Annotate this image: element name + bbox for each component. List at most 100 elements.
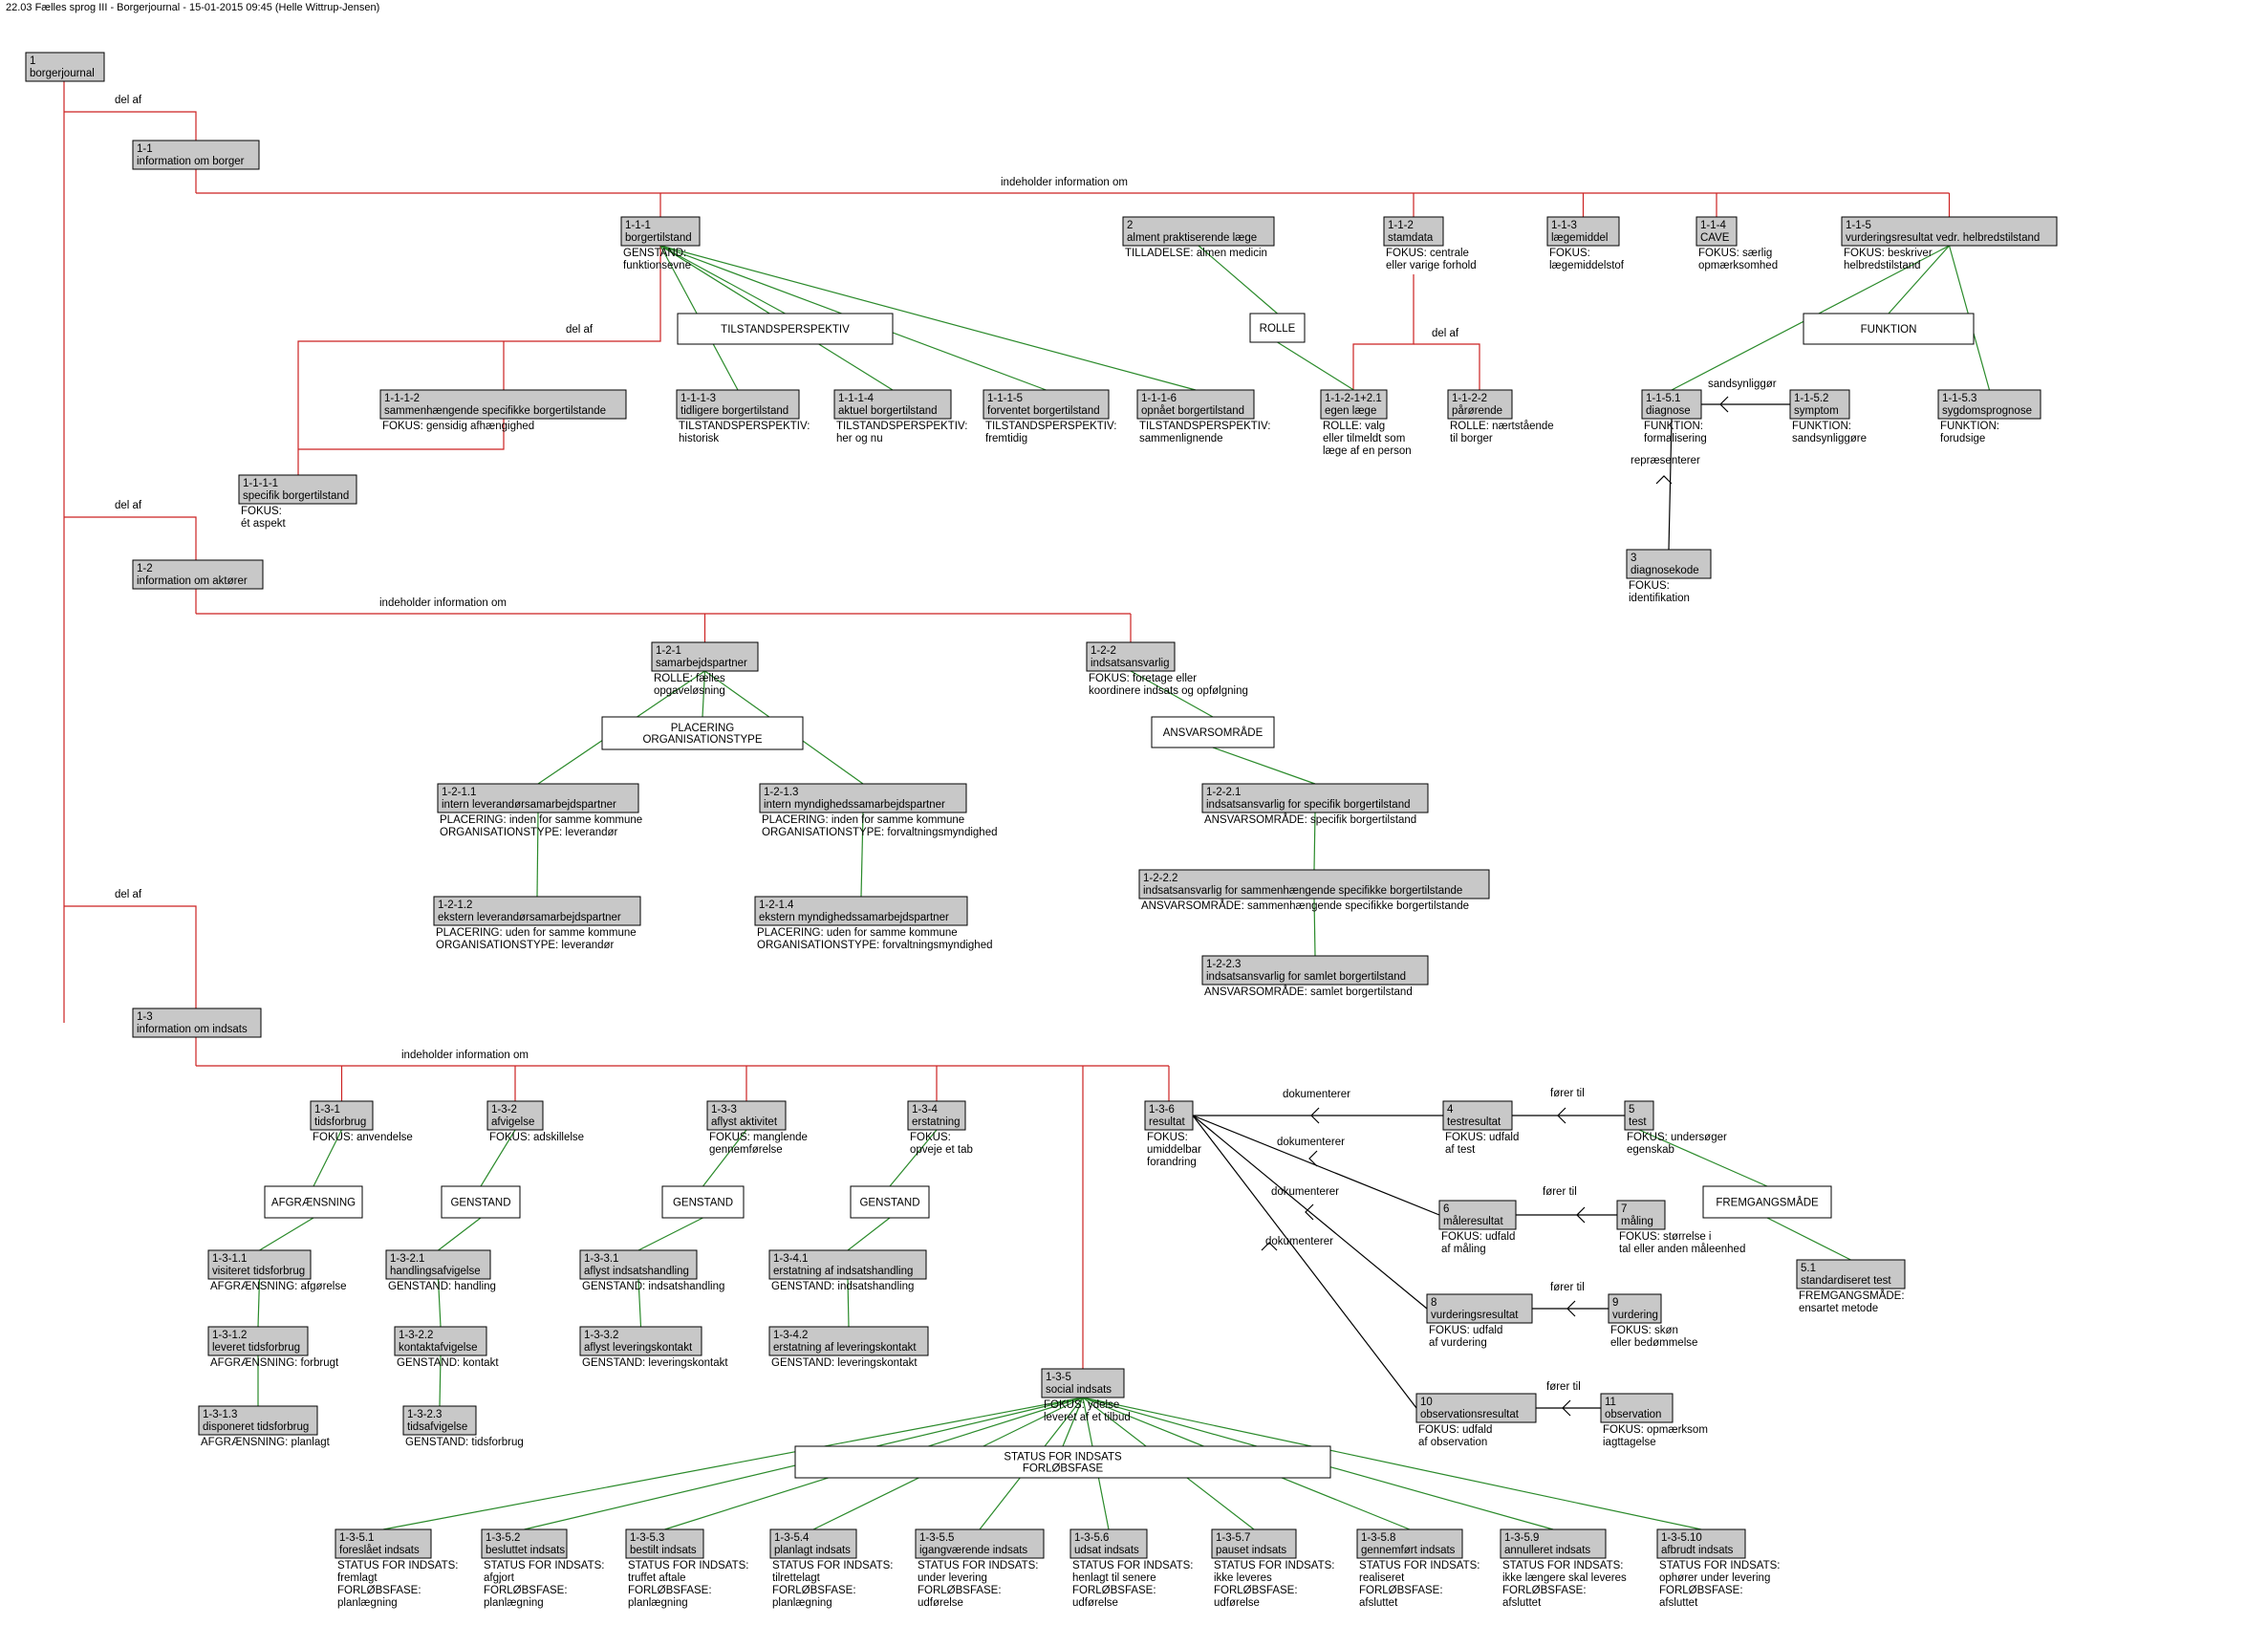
- concept-characteristic: af observation: [1418, 1437, 1487, 1448]
- concept-characteristic: opveje et tab: [910, 1144, 973, 1156]
- concept-box: [1415, 1393, 1537, 1423]
- concept-term: intern leverandørsamarbejdspartner: [442, 799, 616, 811]
- concept-term: opnået borgertilstand: [1141, 405, 1244, 417]
- dimension-label: GENSTAND: [859, 1198, 919, 1209]
- concept-characteristic: ANSVARSOMRÅDE: specifik borgertilstand: [1204, 813, 1416, 826]
- relation-label-dokumenterer: dokumenterer: [1283, 1089, 1350, 1100]
- attribute-line: [536, 812, 539, 898]
- concept-1-1-1[interactable]: 1-1-1borgertilstandGENSTAND:funktionsevn…: [620, 216, 701, 271]
- concept-number: 1-1-1-2: [384, 393, 420, 404]
- concept-characteristic: FORLØBSFASE:: [1502, 1585, 1587, 1596]
- concept-box: [625, 1528, 704, 1559]
- concept-term: aflyst aktivitet: [711, 1116, 778, 1128]
- concept-number: 1-1-1: [625, 220, 651, 231]
- concept-box: [1841, 216, 2058, 247]
- association-line: [1192, 1115, 1428, 1310]
- concept-characteristic: GENSTAND: indsatshandling: [582, 1281, 724, 1292]
- concept-number: 1-1-5.2: [1794, 393, 1828, 404]
- attribute-line: [1082, 1397, 1702, 1530]
- concept-term: pårørende: [1452, 405, 1502, 417]
- attribute-line: [702, 670, 706, 718]
- concept-characteristic: STATUS FOR INDSATS:: [337, 1560, 459, 1571]
- concept-characteristic: ét aspekt: [241, 518, 286, 530]
- concept-characteristic: ANSVARSOMRÅDE: samlet borgertilstand: [1204, 986, 1413, 998]
- del-af-link: [64, 516, 197, 560]
- concept-characteristic: STATUS FOR INDSATS:: [918, 1560, 1039, 1571]
- concept-characteristic: ANSVARSOMRÅDE: sammenhængende specifikke…: [1141, 899, 1469, 912]
- concept-characteristic: FOKUS: adskillelse: [489, 1132, 584, 1143]
- concept-box: [706, 1100, 787, 1131]
- concept-characteristic: FORLØBSFASE:: [918, 1585, 1002, 1596]
- dimension-box: [661, 1185, 745, 1219]
- dimension-label: FORLØBSFASE: [1023, 1463, 1104, 1475]
- attribute-line: [257, 1278, 261, 1328]
- concept-characteristic: afsluttet: [1659, 1597, 1698, 1609]
